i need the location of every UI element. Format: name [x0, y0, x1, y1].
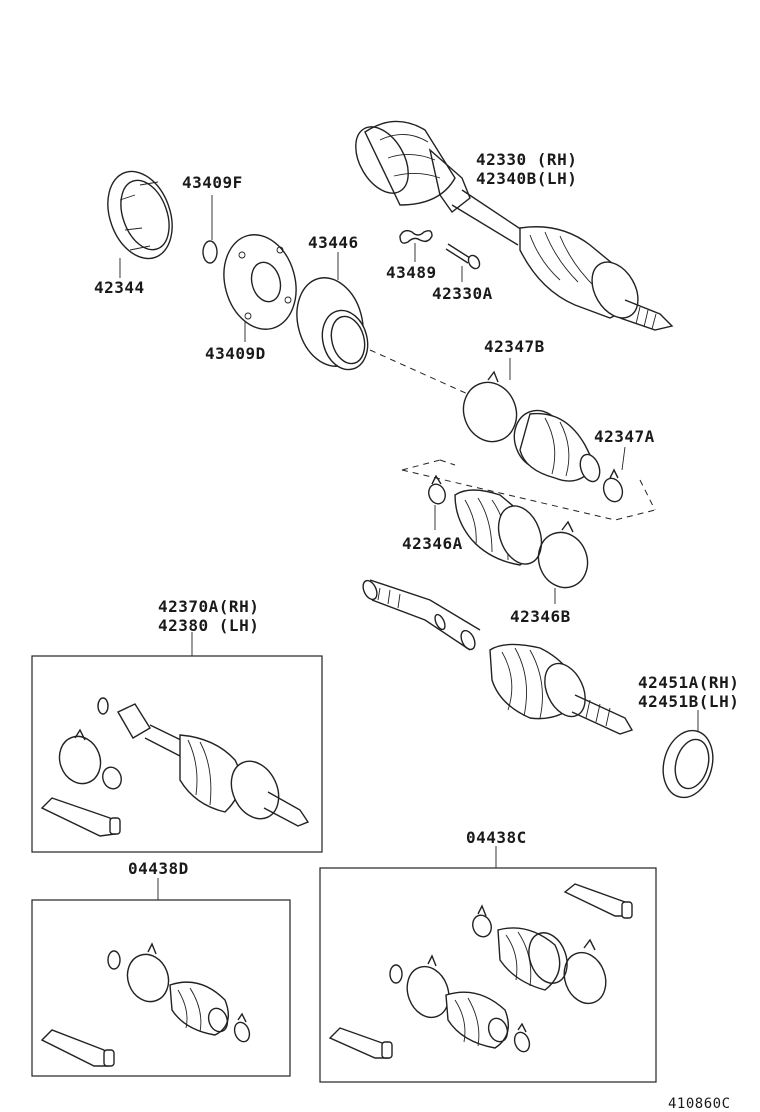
label-42347a: 42347A [594, 427, 655, 446]
hub-flange-43409D [223, 234, 297, 342]
snap-ring-43409F [202, 195, 218, 264]
kit-box-42370A [31, 655, 323, 853]
label-04438c: 04438C [466, 828, 527, 847]
label-42346a: 42346A [402, 534, 463, 553]
oil-seal-42451 [662, 710, 714, 799]
label-42347b: 42347B [484, 337, 545, 356]
boot-band-42346B [537, 520, 589, 604]
inner-boot [513, 409, 601, 483]
bolt-42330A [445, 243, 481, 282]
label-42380-lh: 42380 (LH) [158, 616, 259, 635]
figure-code: 410860C [668, 1096, 731, 1112]
outer-boot [454, 489, 543, 566]
assembly-guide-box [401, 459, 656, 521]
assembly-guide-line-1 [369, 349, 471, 396]
drive-shaft-lower [362, 579, 634, 735]
boot-band-42347A [602, 446, 626, 503]
kit-contents-04438C [328, 883, 633, 1059]
boot-band-42347B [462, 358, 518, 443]
label-04438d: 04438D [128, 859, 189, 878]
boot-band-42346A [428, 474, 446, 530]
kit-box-04438D [31, 899, 291, 1077]
drive-shaft-assembly-42330 [355, 120, 674, 331]
label-43409f: 43409F [182, 173, 243, 192]
label-43446: 43446 [308, 233, 359, 252]
flange-43446 [296, 252, 369, 371]
label-43489: 43489 [386, 263, 437, 282]
label-42330a: 42330A [432, 284, 493, 303]
label-42330-rh: 42330 (RH) [476, 150, 577, 169]
label-42451a-rh: 42451A(RH) [638, 673, 739, 692]
label-42340b-lh: 42340B(LH) [476, 169, 577, 188]
kit-contents-42370A [40, 697, 310, 837]
kit-contents-04438D [40, 942, 251, 1067]
label-42451b-lh: 42451B(LH) [638, 692, 739, 711]
label-42344: 42344 [94, 278, 145, 297]
label-43409d: 43409D [205, 344, 266, 363]
kit-box-04438C [319, 867, 657, 1083]
label-42370a-rh: 42370A(RH) [158, 597, 259, 616]
clip-43489 [399, 229, 433, 262]
label-42346b: 42346B [510, 607, 571, 626]
dust-cover-42344 [107, 170, 173, 278]
